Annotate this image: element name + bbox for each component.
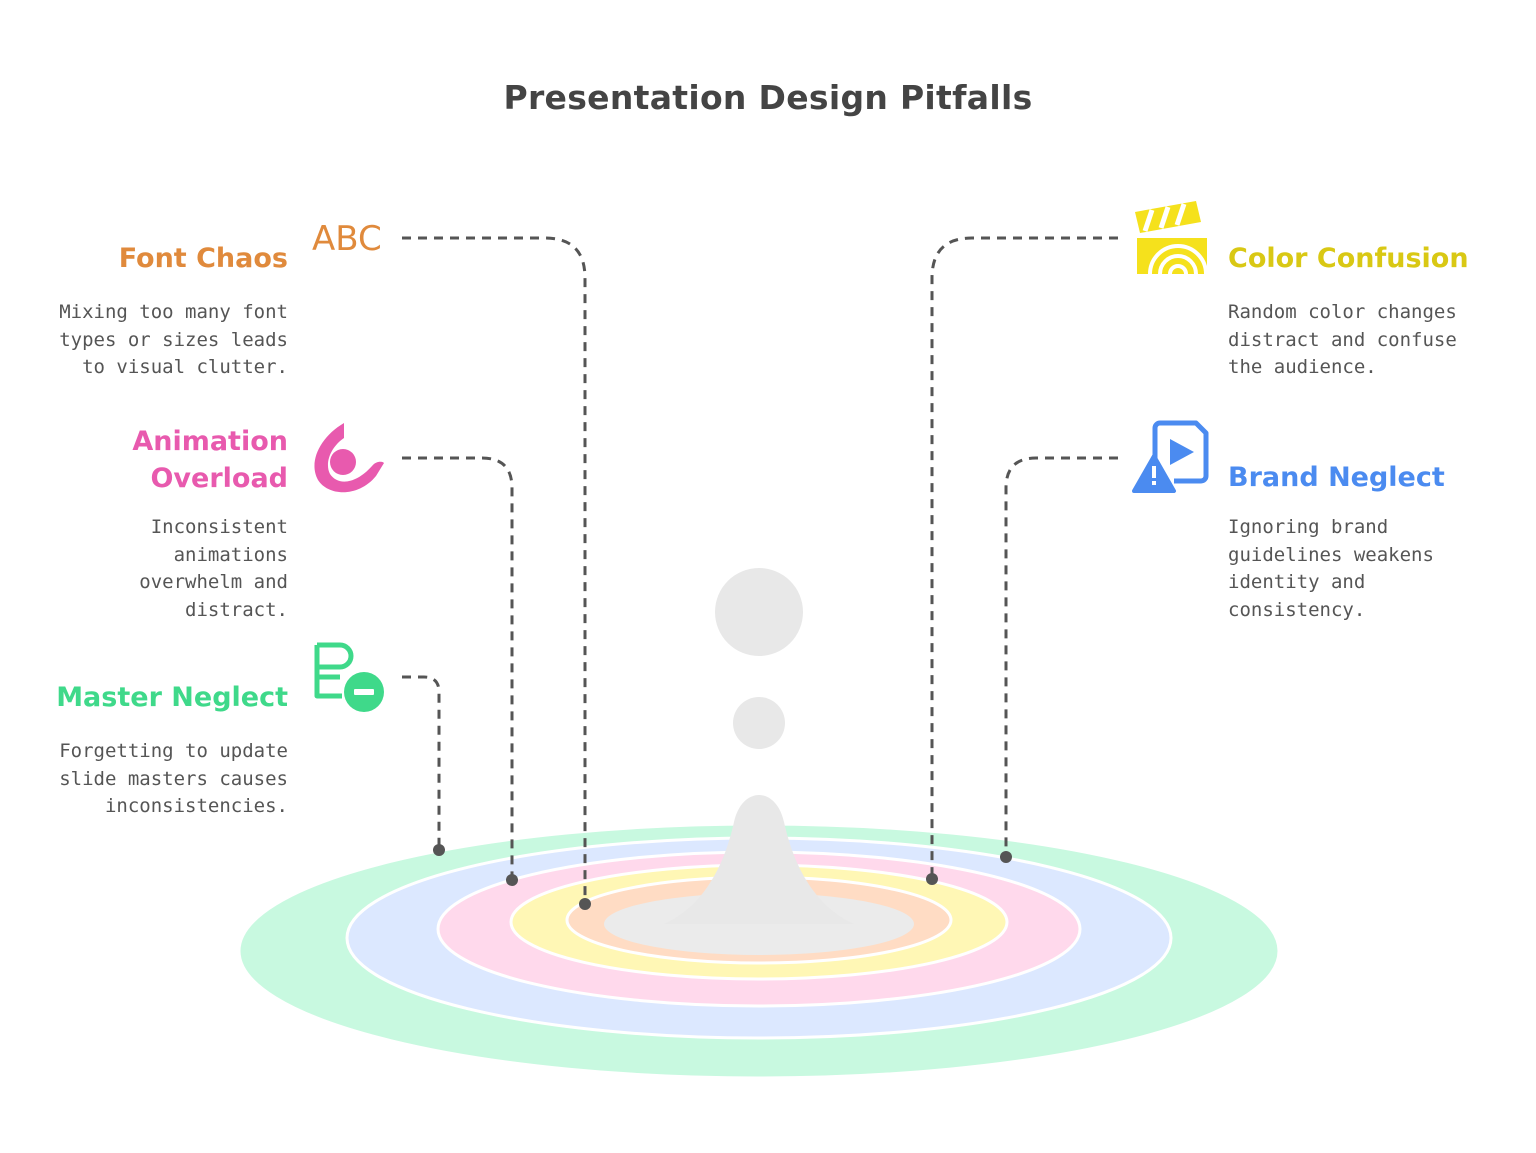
video-file-warning-icon [1132,420,1209,493]
connector-brand-neglect [1004,456,1118,857]
dot-brand-neglect [1000,851,1012,863]
connector-font-chaos [402,236,587,904]
slide-master-minus-icon [314,642,384,712]
item-desc-animation-overload: Inconsistent animations overwhelm and di… [139,516,288,621]
motion-figure-icon [314,423,384,493]
connectors [402,236,1118,904]
dot-color-confusion [926,873,938,885]
drop-large [715,568,803,656]
dot-animation-overload [506,874,518,886]
item-title-master-neglect: Master Neglect [56,682,288,713]
item-title-brand-neglect: Brand Neglect [1228,462,1445,493]
drop-small [733,697,785,749]
connector-animation-overload [402,456,514,880]
item-desc-color-confusion: Random color changes distract and confus… [1228,301,1457,378]
item-desc-brand-neglect: Ignoring brand guidelines weakens identi… [1228,516,1434,621]
item-title-font-chaos: Font Chaos [118,243,288,274]
abc-text-icon: ABC [312,219,382,259]
dot-master-neglect [433,844,445,856]
clapperboard-rainbow-icon [1135,201,1208,275]
item-title-color-confusion: Color Confusion [1228,243,1469,274]
ripple-rings [237,822,1281,1080]
item-desc-master-neglect: Forgetting to update slide masters cause… [59,740,288,817]
page-title: Presentation Design Pitfalls [503,78,1033,117]
connector-color-confusion [930,236,1118,879]
connector-dots [433,844,1012,910]
connector-master-neglect [402,675,441,850]
item-title-animation-overload: Animation Overload [132,426,288,494]
item-desc-font-chaos: Mixing too many font types or sizes lead… [59,301,288,378]
drop-splash [664,795,854,924]
water-drop [664,568,854,924]
dot-font-chaos [579,898,591,910]
